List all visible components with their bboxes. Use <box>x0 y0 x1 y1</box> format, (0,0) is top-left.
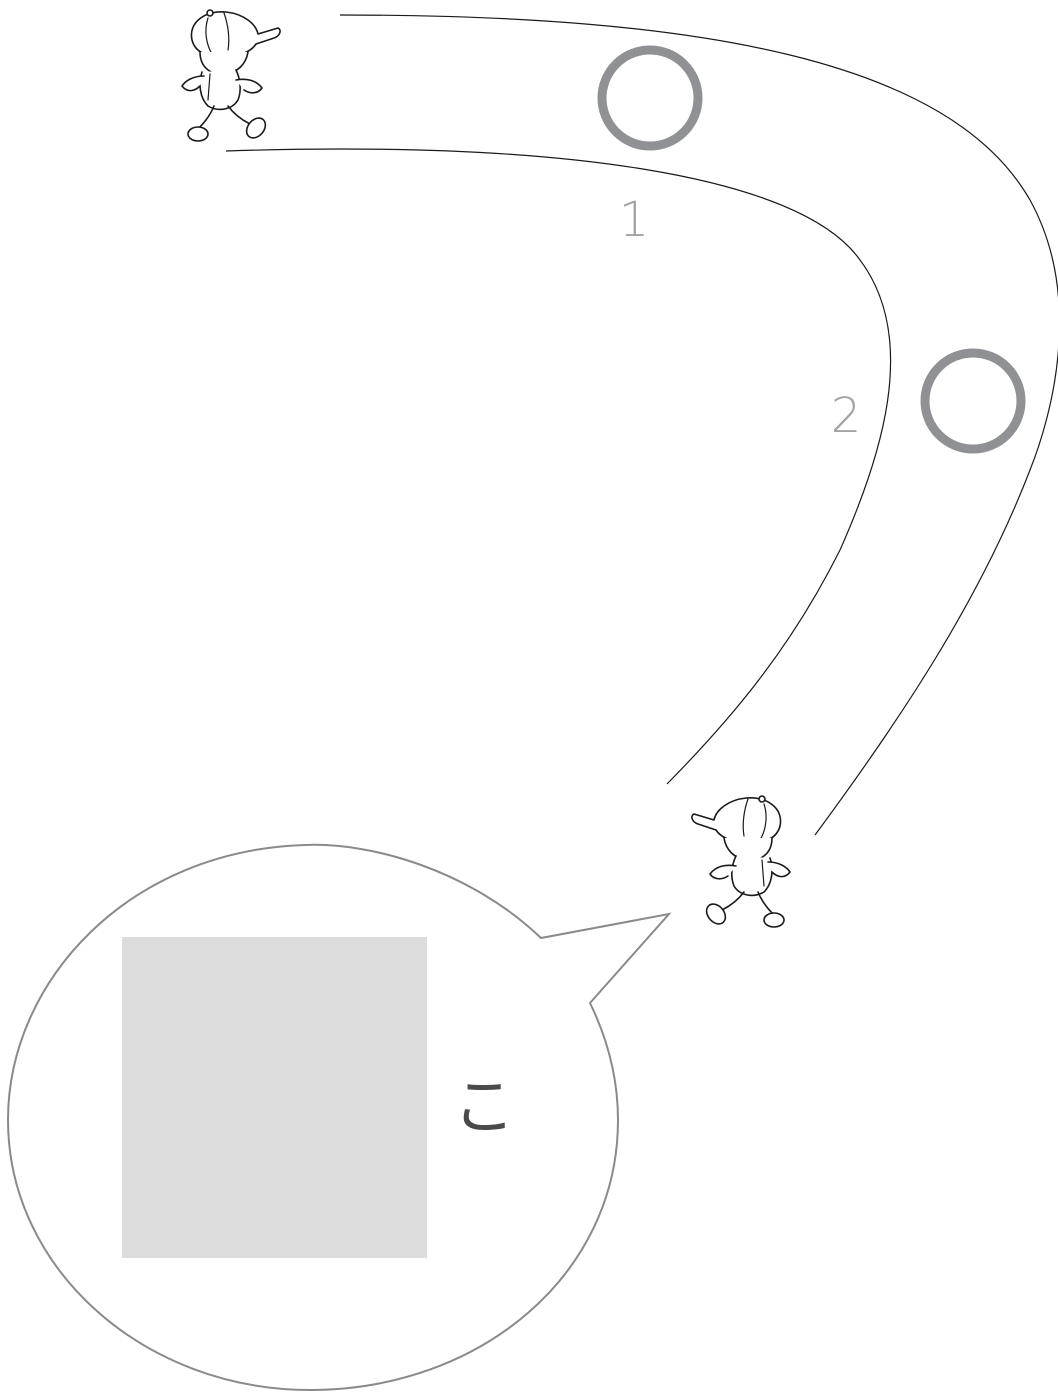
bubble-kana: こ <box>453 1070 515 1143</box>
answer-blank-box <box>122 937 427 1258</box>
marker-2-number: 2 <box>831 388 862 444</box>
running-child-icon-start <box>181 9 281 142</box>
marker-2-circle-icon <box>920 348 1026 454</box>
path-outer-line <box>339 14 1058 836</box>
running-child-icon-end <box>691 795 791 928</box>
path-inner-line <box>225 148 892 785</box>
marker-1-circle-icon <box>597 45 703 151</box>
marker-1-number: 1 <box>619 192 650 248</box>
